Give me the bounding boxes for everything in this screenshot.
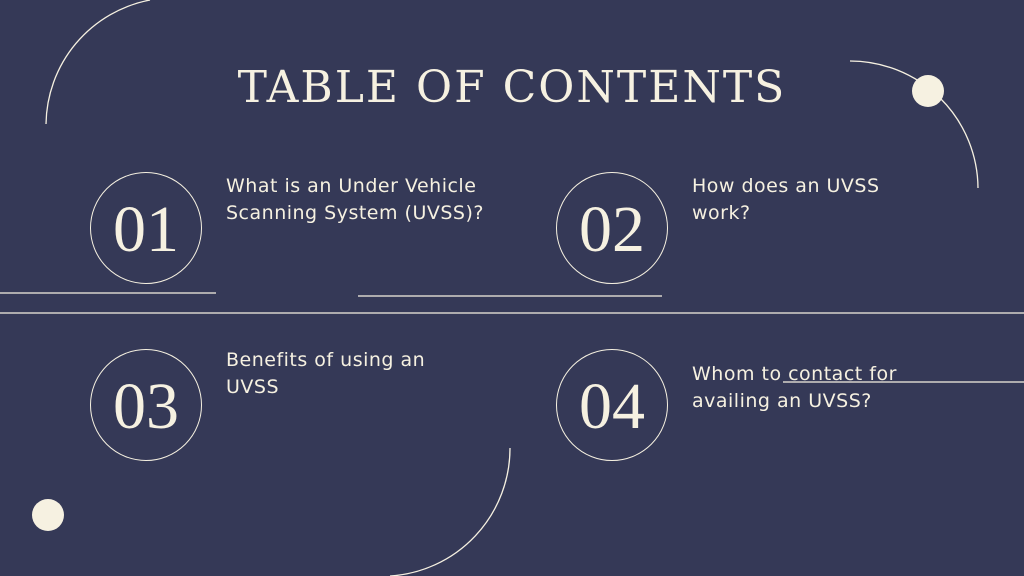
item-04-text-line2: availing an UVSS? (692, 390, 872, 412)
dot-top-right (912, 75, 944, 107)
item-01-number: 01 (113, 193, 179, 266)
item-04-text[interactable]: Whom to contact for availing an UVSS? (692, 361, 897, 415)
dot-bottom-left (32, 499, 64, 531)
item-03-text-line2: UVSS (226, 376, 280, 398)
item-04-number: 04 (579, 370, 645, 443)
item-02-text[interactable]: How does an UVSS work? (692, 173, 880, 227)
item-03-number-circle: 03 (90, 349, 202, 461)
bottom-middle-arc (389, 447, 511, 576)
item-04-number-circle: 04 (556, 349, 668, 461)
page-title: TABLE OF CONTENTS (237, 62, 787, 113)
item-01-text-line1: What is an Under Vehicle (226, 175, 477, 197)
item-03-text[interactable]: Benefits of using an UVSS (226, 347, 425, 401)
item-01-text-line2: Scanning System (UVSS)? (226, 202, 484, 224)
item-02-text-line1: How does an UVSS (692, 175, 880, 197)
item-01-text[interactable]: What is an Under Vehicle Scanning System… (226, 173, 484, 227)
item-01-number-circle: 01 (90, 172, 202, 284)
item-03-number: 03 (113, 370, 179, 443)
top-left-arc (45, 0, 151, 125)
item-02-text-line2: work? (692, 202, 751, 224)
item-02-number-circle: 02 (556, 172, 668, 284)
item-02-number: 02 (579, 193, 645, 266)
item-04-text-line1: Whom to contact for (692, 363, 897, 385)
item-03-text-line1: Benefits of using an (226, 349, 426, 371)
